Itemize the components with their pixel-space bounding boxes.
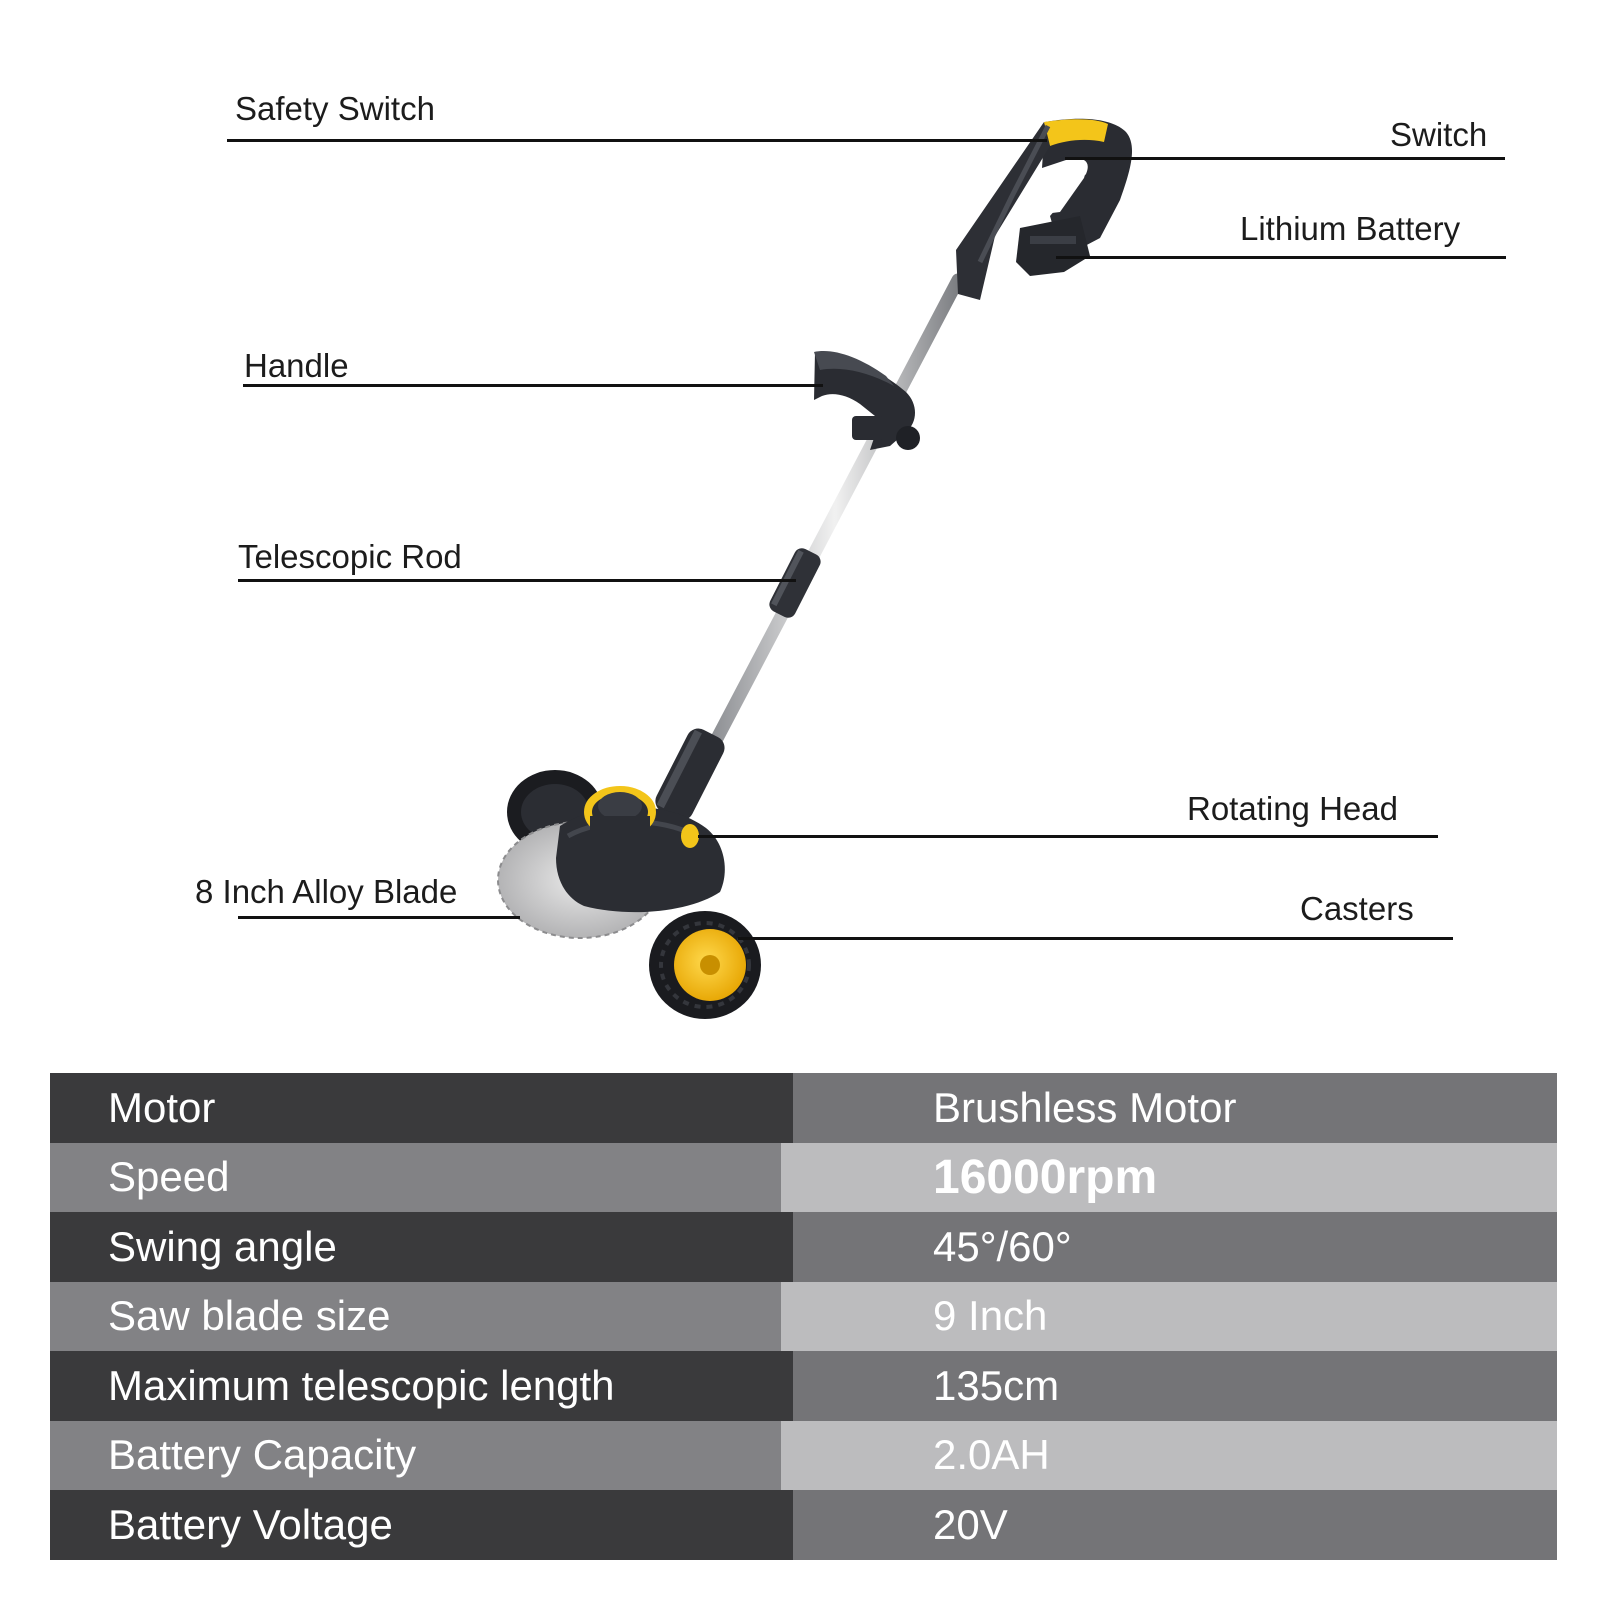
spec-label: Battery Capacity (50, 1420, 781, 1490)
top-housing (956, 118, 1133, 300)
specification-table: Motor Brushless Motor Speed 16000rpm Swi… (50, 1073, 1557, 1560)
spec-value: 16000rpm (781, 1142, 1557, 1212)
spec-label: Maximum telescopic length (50, 1351, 793, 1421)
spec-value: 20V (793, 1490, 1557, 1560)
leader-line-telescopic-rod (238, 579, 796, 582)
rod-clamp (769, 548, 821, 618)
callout-blade: 8 Inch Alloy Blade (195, 873, 458, 910)
leader-line-lithium-battery (1056, 256, 1506, 259)
spec-row-max-telescopic-length: Maximum telescopic length 135cm (50, 1351, 1557, 1421)
cutting-head (556, 786, 725, 913)
spec-row-battery-voltage: Battery Voltage 20V (50, 1490, 1557, 1560)
spec-row-motor: Motor Brushless Motor (50, 1073, 1557, 1143)
leader-line-switch (1065, 157, 1505, 160)
callout-safety-switch: Safety Switch (235, 90, 435, 127)
spec-value: 135cm (793, 1351, 1557, 1421)
spec-label: Speed (50, 1142, 781, 1212)
front-wheel (649, 911, 761, 1019)
leader-line-handle (243, 384, 823, 387)
spec-value: Brushless Motor (793, 1073, 1557, 1143)
motor-neck (655, 728, 725, 821)
auxiliary-handle (814, 351, 920, 450)
callout-handle: Handle (244, 347, 349, 384)
leader-line-rotating-head (698, 835, 1438, 838)
spec-label: Swing angle (50, 1212, 793, 1282)
spec-label: Saw blade size (50, 1281, 781, 1351)
spec-value: 2.0AH (781, 1420, 1557, 1490)
grass-trimmer-illustration (497, 118, 1133, 1019)
leader-line-casters (738, 937, 1453, 940)
telescopic-rod-shaft (705, 273, 965, 755)
spec-label: Battery Voltage (50, 1490, 793, 1560)
callout-casters: Casters (1300, 890, 1414, 927)
spec-value: 9 Inch (781, 1281, 1557, 1351)
spec-row-swing-angle: Swing angle 45°/60° (50, 1212, 1557, 1282)
callout-rotating-head: Rotating Head (1187, 790, 1398, 827)
spec-row-speed: Speed 16000rpm (50, 1142, 1557, 1212)
callout-lithium-battery: Lithium Battery (1240, 210, 1461, 247)
spec-row-battery-capacity: Battery Capacity 2.0AH (50, 1420, 1557, 1490)
callout-switch: Switch (1390, 116, 1488, 153)
spec-value: 45°/60° (793, 1212, 1557, 1282)
leader-line-blade (238, 916, 520, 919)
spec-row-saw-blade-size: Saw blade size 9 Inch (50, 1281, 1557, 1351)
spec-label: Motor (50, 1073, 793, 1143)
leader-line-safety-switch (227, 139, 1047, 142)
callout-telescopic-rod: Telescopic Rod (238, 538, 462, 575)
